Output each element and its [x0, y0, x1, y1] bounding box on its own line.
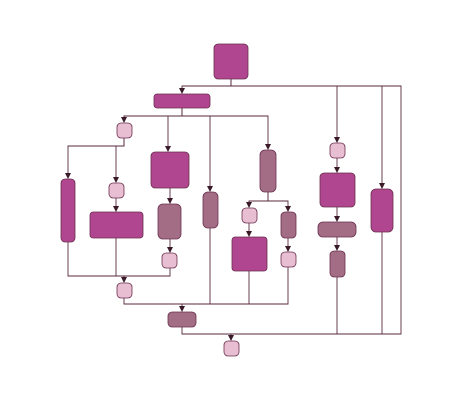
edge-n2-to-n7 [165, 108, 183, 152]
edge-n22-to-n23 [181, 327, 234, 341]
flow-node-n6 [89, 211, 144, 239]
flow-node-n7 [150, 151, 190, 189]
edge-n1-to-n2 [179, 79, 232, 94]
edge-n3-to-n5 [113, 138, 125, 183]
flow-node-n1 [213, 43, 249, 80]
flow-node-n15 [280, 251, 297, 268]
edge-n14-to-n22 [182, 271, 250, 305]
flow-node-n12 [241, 207, 258, 224]
edges-layer [65, 79, 402, 341]
flow-node-n13 [280, 211, 297, 239]
edge-n2-to-n11 [181, 108, 271, 150]
flow-node-n14 [231, 236, 268, 272]
flow-node-n19 [317, 221, 357, 238]
edge-n2-to-n3 [121, 108, 183, 123]
flow-node-n16 [116, 282, 133, 299]
flow-node-n18 [319, 172, 356, 208]
edge-n20-to-n23 [231, 277, 338, 335]
flow-node-n8 [157, 203, 182, 240]
flow-node-n3 [116, 122, 133, 139]
flow-node-n11 [259, 149, 277, 193]
edge-n10-to-n22 [182, 228, 211, 305]
edge-n15-to-n22 [182, 267, 289, 305]
flow-node-n2 [153, 93, 211, 109]
edge-n16-to-n22 [123, 298, 185, 312]
flow-node-n17 [329, 142, 346, 159]
flow-node-n21 [370, 188, 394, 233]
edge-n1-to-n17 [230, 79, 340, 143]
flow-node-n22 [167, 311, 197, 328]
edge-n4-to-n16 [67, 242, 127, 283]
flow-node-n20 [329, 250, 346, 278]
flow-node-n10 [202, 191, 219, 229]
edge-n1-to-n21 [230, 79, 385, 189]
flow-node-n4 [60, 178, 76, 243]
flow-node-n23 [223, 340, 240, 357]
edge-n9-to-n16 [124, 268, 171, 277]
edge-n1-to-n23 [230, 79, 402, 335]
edge-n6-to-n16 [115, 238, 124, 277]
flow-node-n5 [108, 182, 125, 199]
nodes-layer [60, 43, 394, 357]
flow-node-n9 [161, 252, 178, 269]
edge-n11-to-n12 [246, 192, 269, 208]
edge-n11-to-n13 [267, 192, 291, 212]
